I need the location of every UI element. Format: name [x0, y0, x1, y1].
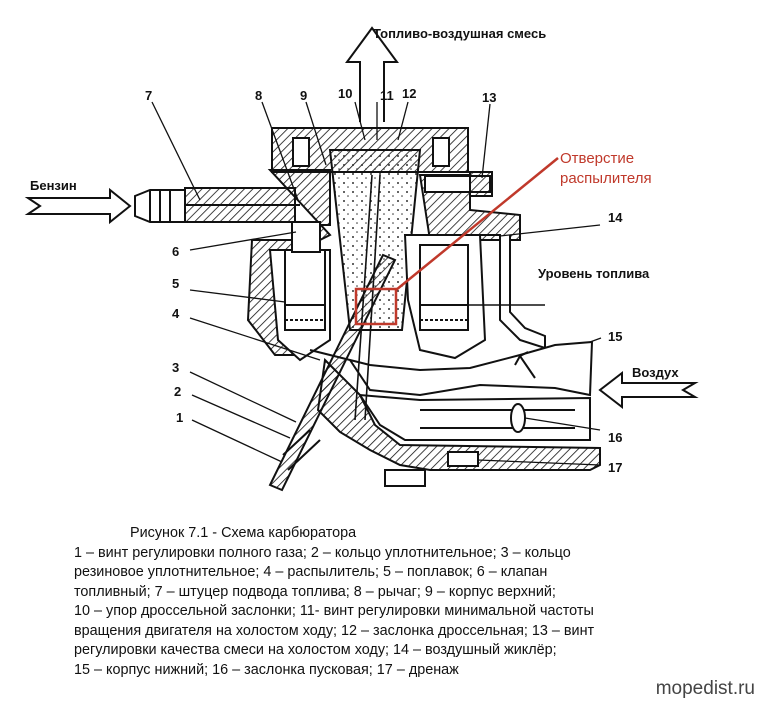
float-valve — [291, 221, 321, 253]
fuel-inlet-arrow — [24, 187, 132, 225]
right-float-chamber — [403, 234, 487, 360]
caption-line: 1 – винт регулировки полного газа; 2 – к… — [74, 544, 571, 561]
nozzle-hole-pointer — [395, 157, 559, 291]
left-float-chamber — [268, 249, 331, 362]
air-jet-channel — [480, 234, 546, 350]
caption-line: топливный; 7 – штуцер подвода топлива; 8… — [74, 583, 556, 600]
idle-mixture-screw — [424, 171, 493, 197]
caption-line: вращения двигателя на холостом ходу; 12 … — [74, 622, 595, 639]
caption-line: регулировки качества смеси на холостом х… — [74, 642, 557, 658]
caption-line: 10 – упор дроссельной заслонки; 11- винт… — [74, 603, 594, 619]
lower-body — [309, 340, 601, 487]
callout-1: 1 — [176, 410, 183, 425]
caption-line: 15 – корпус нижний; 16 – заслонка пусков… — [74, 661, 459, 678]
callout-16: 16 — [608, 430, 622, 445]
nozzle-hole-highlight — [354, 287, 398, 326]
callout-14: 14 — [608, 210, 623, 225]
watermark: mopedist.ru — [655, 678, 755, 699]
carburetor-diagram: Топливо-воздушная смесь Бензин Воздух Ур… — [24, 26, 699, 492]
callout-11: 11 — [380, 88, 394, 103]
callout-6: 6 — [172, 244, 179, 259]
callout-15: 15 — [608, 329, 622, 344]
air-flow-arrow — [514, 351, 536, 379]
label-air-in: Воздух — [632, 365, 679, 380]
callout-2: 2 — [174, 384, 181, 399]
label-fuel-level: Уровень топлива — [538, 266, 650, 281]
callout-13: 13 — [482, 90, 496, 105]
callout-8: 8 — [255, 88, 262, 103]
callout-10: 10 — [338, 86, 352, 101]
nozzle-assembly — [268, 174, 397, 492]
callout-4: 4 — [172, 306, 180, 321]
leader-lines — [151, 101, 602, 466]
label-mixture: Топливо-воздушная смесь — [373, 26, 546, 41]
callout-5: 5 — [172, 276, 179, 291]
figure-caption: Рисунок 7.1 - Схема карбюратора 1 – винт… — [0, 524, 765, 680]
caption-line: резиновое уплотнительное; 4 – распылител… — [74, 564, 548, 580]
label-nozzle-hole-line2: распылителя — [560, 170, 652, 187]
callout-12: 12 — [402, 86, 416, 101]
fuel-inlet-fitting — [134, 187, 300, 223]
caption-title: Рисунок 7.1 - Схема карбюратора — [130, 525, 357, 541]
label-nozzle-hole-line1: Отверстие — [560, 150, 634, 167]
callout-3: 3 — [172, 360, 179, 375]
callout-17: 17 — [608, 460, 622, 475]
callout-9: 9 — [300, 88, 307, 103]
mixture-channel — [328, 149, 422, 331]
label-fuel-in: Бензин — [30, 178, 77, 193]
mixture-outlet-arrow — [345, 26, 399, 122]
callout-7: 7 — [145, 88, 152, 103]
air-inlet-arrow — [598, 370, 699, 410]
